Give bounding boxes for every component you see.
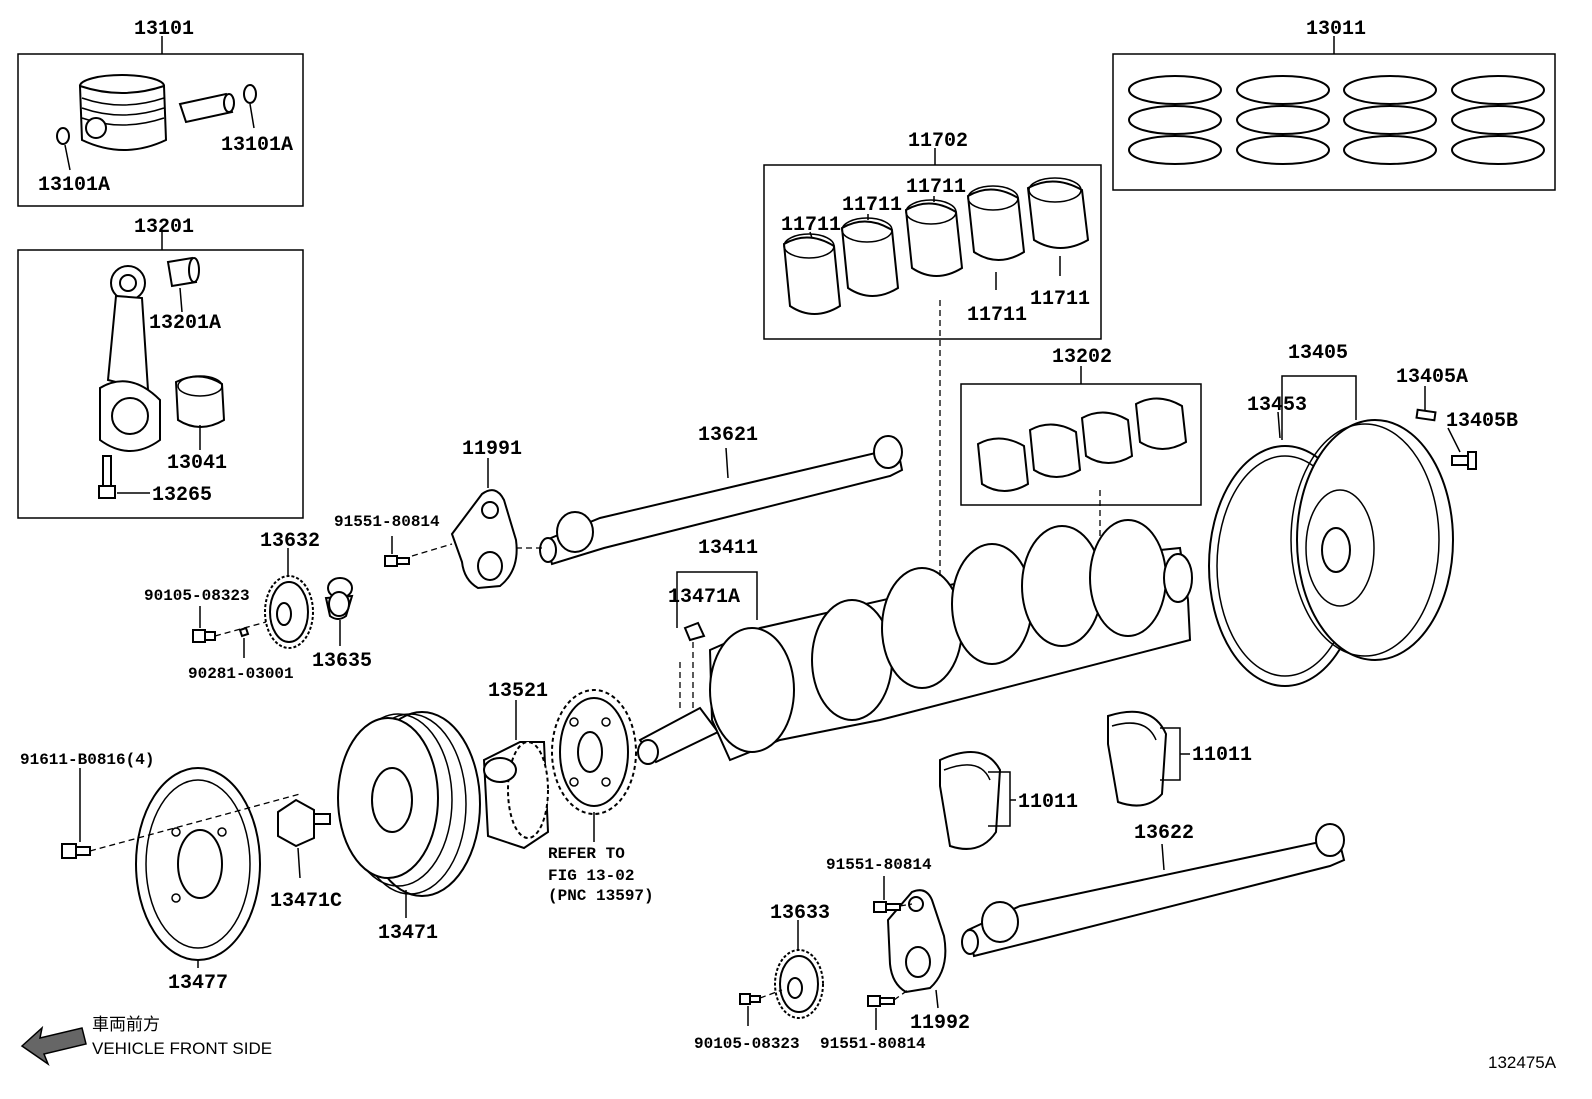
bolt-91551-upper[interactable] <box>384 555 410 567</box>
label-11711-5: 11711 <box>1030 288 1090 311</box>
piston[interactable] <box>78 74 168 151</box>
crankshaft-pulley[interactable] <box>337 711 481 897</box>
bolt-91611[interactable] <box>61 843 91 859</box>
vehicle-front-en: VEHICLE FRONT SIDE <box>92 1039 272 1058</box>
main-bearing-set-box <box>763 164 1102 340</box>
crankshaft-key[interactable] <box>683 621 706 642</box>
label-90105-upper: 90105-08323 <box>144 587 250 605</box>
label-11702: 11702 <box>908 130 968 153</box>
spacer-13635[interactable] <box>324 577 354 620</box>
label-11711-4: 11711 <box>967 304 1027 327</box>
piston-ring-set-1[interactable] <box>1128 75 1222 165</box>
label-13405b: 13405B <box>1446 410 1518 433</box>
label-91551-middle: 91551-80814 <box>826 856 932 874</box>
label-13101a-right: 13101A <box>221 134 293 157</box>
label-13632: 13632 <box>260 530 320 553</box>
vehicle-front-arrow-icon <box>20 1025 87 1067</box>
refer-to-label-line2: FIG 13-02 <box>548 867 634 885</box>
thrust-washer-1[interactable] <box>939 751 1002 850</box>
main-bearing-3[interactable] <box>904 199 964 277</box>
piston-ring-set-4[interactable] <box>1451 75 1545 165</box>
label-13411: 13411 <box>698 537 758 560</box>
refer-to-label-line1: REFER TO <box>548 845 625 863</box>
label-13405a: 13405A <box>1396 366 1468 389</box>
label-11711-2: 11711 <box>842 194 902 217</box>
rod-bushing[interactable] <box>166 256 200 288</box>
crankshaft[interactable] <box>637 519 1193 765</box>
label-13477: 13477 <box>168 972 228 995</box>
piston-group-box <box>17 53 304 207</box>
snap-ring-left[interactable] <box>56 127 70 145</box>
label-90105-lower: 90105-08323 <box>694 1035 800 1053</box>
label-13265: 13265 <box>152 484 212 507</box>
label-13471c: 13471C <box>270 890 342 913</box>
figure-number: 132475A <box>1488 1053 1557 1072</box>
label-90281: 90281-03001 <box>188 665 294 683</box>
snap-ring-right[interactable] <box>243 84 257 104</box>
balance-shaft-1[interactable] <box>539 435 904 566</box>
bolt-91551-lower[interactable] <box>867 995 895 1007</box>
piston-ring-set-2[interactable] <box>1236 75 1330 165</box>
vehicle-front-jp: 車両前方 <box>92 1015 160 1034</box>
main-bearing-2[interactable] <box>840 217 900 297</box>
balance-shaft-2[interactable] <box>961 823 1346 958</box>
rod-bearing[interactable] <box>174 375 226 428</box>
piston-ring-set-3[interactable] <box>1343 75 1437 165</box>
rod-bearing-set[interactable] <box>976 397 1188 492</box>
balance-shaft-plate-1[interactable] <box>450 489 518 590</box>
refer-to-label-line3: (PNC 13597) <box>548 887 654 905</box>
pulley-bolt-13471c[interactable] <box>277 798 331 848</box>
connecting-rod[interactable] <box>99 265 161 452</box>
main-bearing-5[interactable] <box>1026 177 1090 249</box>
label-11011-lower: 11011 <box>1018 791 1078 814</box>
rod-bolt[interactable] <box>98 455 116 499</box>
label-91551-lower: 91551-80814 <box>820 1035 926 1053</box>
label-13201: 13201 <box>134 216 194 239</box>
label-13201a: 13201A <box>149 312 221 335</box>
balance-shaft-gear-2[interactable] <box>774 949 824 1019</box>
thrust-washer-2[interactable] <box>1107 710 1168 807</box>
label-13202: 13202 <box>1052 346 1112 369</box>
crankshaft-timing-gear[interactable] <box>482 741 550 850</box>
label-13521: 13521 <box>488 680 548 703</box>
timing-sprocket[interactable] <box>551 689 637 815</box>
label-11711-1: 11711 <box>781 214 841 237</box>
main-bearing-1[interactable] <box>782 233 842 315</box>
label-91611: 91611-B0816(4) <box>20 751 154 769</box>
bolt-90105-lower[interactable] <box>739 993 761 1005</box>
balance-shaft-gear-1[interactable] <box>264 575 314 649</box>
flywheel-bolt[interactable] <box>1451 451 1477 470</box>
label-11992: 11992 <box>910 1012 970 1035</box>
flywheel-pin[interactable] <box>1415 408 1437 422</box>
label-13405: 13405 <box>1288 342 1348 365</box>
label-13471: 13471 <box>378 922 438 945</box>
connecting-rod-group-box <box>17 249 304 519</box>
label-13453: 13453 <box>1247 394 1307 417</box>
label-13041: 13041 <box>167 452 227 475</box>
label-13621: 13621 <box>698 424 758 447</box>
label-13011: 13011 <box>1306 18 1366 41</box>
main-bearing-4[interactable] <box>966 185 1026 261</box>
flywheel[interactable] <box>1290 419 1454 661</box>
label-11011-upper: 11011 <box>1192 744 1252 767</box>
label-13101: 13101 <box>134 18 194 41</box>
label-13101a-left: 13101A <box>38 174 110 197</box>
pulley-plate[interactable] <box>135 767 261 961</box>
bolt-90105-upper[interactable] <box>192 629 216 643</box>
key-90281[interactable] <box>238 626 250 638</box>
label-13622: 13622 <box>1134 822 1194 845</box>
label-91551-upper: 91551-80814 <box>334 513 440 531</box>
label-11711-3: 11711 <box>906 176 966 199</box>
label-13635: 13635 <box>312 650 372 673</box>
label-11991: 11991 <box>462 438 522 461</box>
label-13471a: 13471A <box>668 586 740 609</box>
balance-shaft-plate-2[interactable] <box>886 889 947 994</box>
piston-pin[interactable] <box>178 92 235 124</box>
bolt-91551-middle[interactable] <box>873 901 901 913</box>
label-13633: 13633 <box>770 902 830 925</box>
